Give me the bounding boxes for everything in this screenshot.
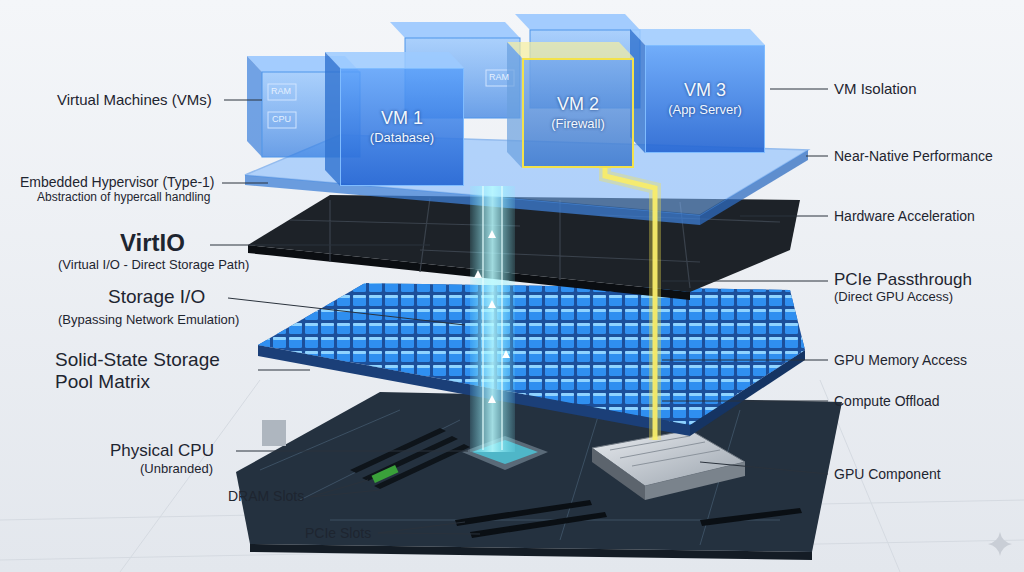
callout-label: (Virtual I/O - Direct Storage Path)	[58, 258, 249, 273]
leader-lines	[210, 89, 828, 534]
vm-role: (Database)	[370, 130, 434, 146]
callout-label: GPU Memory Access	[834, 352, 967, 368]
dram-slots	[350, 428, 470, 489]
vm-name: VM 1	[381, 108, 423, 130]
callout-label: Compute Offload	[834, 393, 940, 409]
gpu-card	[592, 430, 745, 500]
vm-box: VM 2(Firewall)	[522, 58, 634, 168]
vm-box: VM 1(Database)	[340, 68, 464, 186]
callout-label: VirtIO	[120, 229, 185, 257]
motherboard	[236, 392, 842, 560]
chip-label: RAM	[271, 86, 291, 96]
vm-role: (Firewall)	[551, 116, 604, 132]
callout-label: GPU Component	[834, 466, 941, 482]
callout-label: (Unbranded)	[140, 462, 213, 477]
chip-label: CPU	[272, 114, 291, 124]
chip-label: RAM	[489, 72, 509, 82]
callout-label: PCIe Slots	[305, 525, 371, 541]
watermark-sparkle	[988, 532, 1012, 556]
vm-role: (App Server)	[668, 102, 742, 118]
callout-label: Solid-State Storage Pool Matrix	[55, 349, 253, 393]
callout-label: Abstraction of hypercall handling	[37, 191, 210, 205]
callout-label: Storage I/O	[108, 286, 205, 308]
storage-pool	[240, 270, 820, 440]
storage-beam	[470, 186, 515, 452]
callout-label: Hardware Acceleration	[834, 208, 975, 224]
callout-label: Embedded Hypervisor (Type-1)	[20, 174, 215, 190]
vm-name: VM 2	[557, 94, 599, 116]
callout-label: (Bypassing Network Emulation)	[58, 313, 239, 328]
gpu-passthrough-beam	[605, 168, 655, 440]
callout-label: DRAM Slots	[228, 488, 304, 504]
vm-box: VM 3(App Server)	[645, 45, 765, 153]
pcie-slots	[455, 500, 802, 538]
callout-label: Virtual Machines (VMs)	[57, 91, 212, 108]
callout-label: Near-Native Performance	[834, 148, 993, 164]
vm-name: VM 3	[684, 80, 726, 102]
callout-label: (Direct GPU Access)	[834, 290, 953, 305]
io-port	[262, 420, 286, 446]
callout-label: Physical CPU	[110, 441, 214, 461]
callout-label: PCIe Passthrough	[834, 270, 972, 290]
callout-label: VM Isolation	[834, 80, 917, 97]
vm-cube-faces	[325, 29, 765, 186]
